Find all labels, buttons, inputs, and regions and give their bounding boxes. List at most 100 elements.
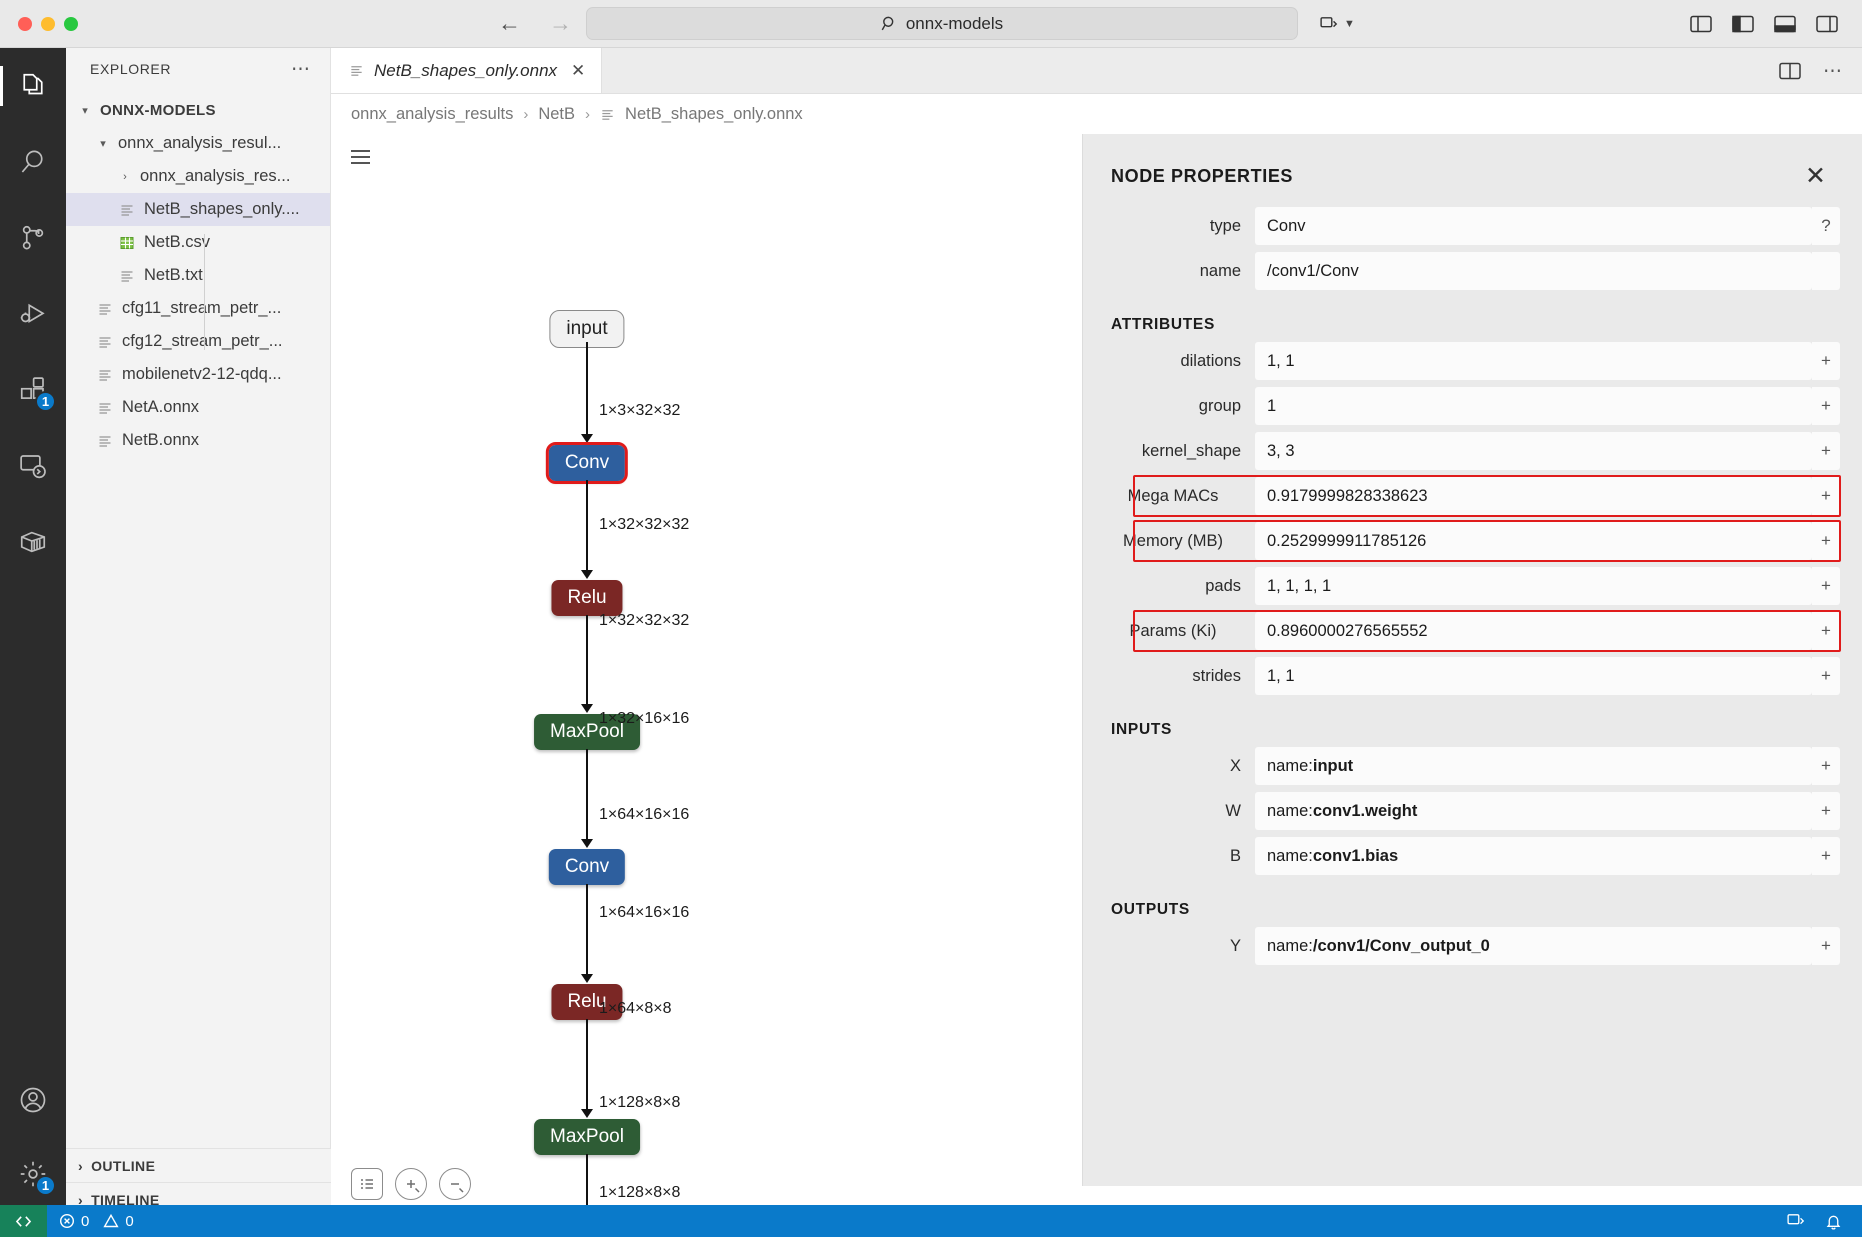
tree-item-label: NetA.onnx xyxy=(122,398,200,416)
tree-item-onnx-analysis-res[interactable]: › onnx_analysis_res... xyxy=(66,160,330,193)
remote-indicator-button[interactable] xyxy=(0,1205,47,1237)
toggle-bottom-panel-icon[interactable] xyxy=(1774,15,1796,33)
expand-icon[interactable]: + xyxy=(1812,477,1840,515)
input-row-w: W name: conv1.weight + xyxy=(1105,792,1840,830)
expand-icon[interactable]: + xyxy=(1812,522,1840,560)
attribute-value[interactable]: 1, 1 xyxy=(1255,657,1812,695)
graph-node-conv-1[interactable]: Conv xyxy=(545,442,629,484)
window-controls[interactable] xyxy=(18,16,78,31)
tree-item-netb-onnx[interactable]: NetB.onnx xyxy=(66,424,330,457)
back-arrow-icon[interactable]: ← xyxy=(498,10,521,36)
remote-window-icon[interactable] xyxy=(1320,16,1340,32)
tree-item-cfg12[interactable]: cfg12_stream_petr_... xyxy=(66,325,330,358)
settings-button[interactable]: 1 xyxy=(9,1150,57,1198)
tree-item-cfg11[interactable]: cfg11_stream_petr_... xyxy=(66,292,330,325)
expand-icon[interactable]: + xyxy=(1812,567,1840,605)
list-icon[interactable] xyxy=(351,1168,383,1200)
expand-icon[interactable]: + xyxy=(1812,387,1840,425)
input-value[interactable]: name: conv1.weight xyxy=(1255,792,1812,830)
tree-item-onnx-analysis-results[interactable]: ▾ onnx_analysis_resul... xyxy=(66,127,330,160)
breadcrumb-subfolder[interactable]: NetB xyxy=(538,104,576,123)
attribute-value[interactable]: 1, 1, 1, 1 xyxy=(1255,567,1812,605)
sidebar-item-search[interactable] xyxy=(9,138,57,186)
section-outline[interactable]: › OUTLINE xyxy=(66,1148,331,1182)
attribute-label: strides xyxy=(1192,666,1241,685)
sidebar-item-explorer[interactable] xyxy=(0,62,57,110)
tree-item-netb-csv[interactable]: NetB.csv xyxy=(66,226,330,259)
graph-edge xyxy=(586,480,588,576)
outputs-title: OUTPUTS xyxy=(1111,901,1190,918)
attribute-value[interactable]: 3, 3 xyxy=(1255,432,1812,470)
toggle-panel-left-icon[interactable] xyxy=(1690,15,1712,33)
hamburger-icon[interactable] xyxy=(351,150,370,164)
forward-arrow-icon[interactable]: → xyxy=(549,10,572,36)
graph-node-relu-2[interactable]: Relu xyxy=(551,984,623,1020)
property-value[interactable]: /conv1/Conv xyxy=(1255,252,1812,290)
tree-root-onnx-models[interactable]: ▾ ONNX-MODELS xyxy=(66,94,330,127)
activity-bar: 1 xyxy=(0,48,66,1216)
expand-icon[interactable]: + xyxy=(1812,747,1840,785)
section-label: OUTLINE xyxy=(91,1157,156,1174)
input-prefix: name: xyxy=(1267,756,1313,775)
toggle-right-panel-icon[interactable] xyxy=(1816,15,1838,33)
sidebar-item-containers[interactable] xyxy=(9,518,57,566)
sidebar-item-extensions[interactable]: 1 xyxy=(9,366,57,414)
expand-icon[interactable]: + xyxy=(1812,927,1840,965)
graph-node-maxpool-1[interactable]: MaxPool xyxy=(534,714,640,750)
tree-item-mobilenetv2[interactable]: mobilenetv2-12-qdq... xyxy=(66,358,330,391)
property-value[interactable]: Conv xyxy=(1255,207,1812,245)
bell-icon[interactable] xyxy=(1825,1213,1842,1230)
graph-node-maxpool-2[interactable]: MaxPool xyxy=(534,1119,640,1155)
property-row-type: type Conv ? xyxy=(1105,207,1840,245)
layout-icon[interactable] xyxy=(1787,1213,1807,1229)
breadcrumb-file[interactable]: NetB_shapes_only.onnx xyxy=(625,104,803,123)
problems-status-button[interactable]: 0 0 xyxy=(47,1213,146,1230)
help-icon[interactable]: ? xyxy=(1812,207,1840,245)
input-value[interactable]: name: input xyxy=(1255,747,1812,785)
attribute-value[interactable]: 0.9179999828338623 xyxy=(1255,477,1812,515)
split-editor-icon[interactable] xyxy=(1779,62,1801,80)
attribute-value[interactable]: 1, 1 xyxy=(1255,342,1812,380)
tab-netb-shapes-only[interactable]: NetB_shapes_only.onnx ✕ xyxy=(331,48,603,93)
expand-icon[interactable]: + xyxy=(1812,837,1840,875)
output-value[interactable]: name: /conv1/Conv_output_0 xyxy=(1255,927,1812,965)
graph-node-conv-2[interactable]: Conv xyxy=(548,849,626,885)
editor-area: NetB_shapes_only.onnx ✕ ⋯ onnx_analysis_… xyxy=(331,48,1862,1216)
sidebar-item-source-control[interactable] xyxy=(9,214,57,262)
ellipsis-icon[interactable]: ⋯ xyxy=(1823,60,1844,82)
breadcrumb-folder[interactable]: onnx_analysis_results xyxy=(351,104,514,123)
expand-icon[interactable]: + xyxy=(1812,792,1840,830)
chevron-down-icon[interactable]: ▼ xyxy=(1344,17,1355,30)
attribute-value[interactable]: 1 xyxy=(1255,387,1812,425)
tree-item-netb-txt[interactable]: NetB.txt xyxy=(66,259,330,292)
zoom-in-icon[interactable] xyxy=(395,1168,427,1200)
navigation-arrows: ← → xyxy=(498,12,572,35)
graph-node-label: Conv xyxy=(564,856,610,877)
accounts-button[interactable] xyxy=(9,1076,57,1124)
expand-icon[interactable]: + xyxy=(1812,657,1840,695)
close-icon[interactable]: ✕ xyxy=(571,60,586,80)
maximize-window-button[interactable] xyxy=(64,16,78,31)
search-input[interactable]: onnx-models xyxy=(586,7,1298,40)
minimize-window-button[interactable] xyxy=(41,16,55,31)
toggle-sidebar-icon[interactable] xyxy=(1732,15,1754,33)
output-name: /conv1/Conv_output_0 xyxy=(1312,936,1490,955)
input-value[interactable]: name: conv1.bias xyxy=(1255,837,1812,875)
close-window-button[interactable] xyxy=(18,16,32,31)
ellipsis-icon[interactable]: ⋯ xyxy=(291,58,312,80)
expand-icon[interactable]: + xyxy=(1812,612,1840,650)
zoom-out-icon[interactable] xyxy=(439,1168,471,1200)
tree-item-neta-onnx[interactable]: NetA.onnx xyxy=(66,391,330,424)
tree-item-netb-shapes-only[interactable]: NetB_shapes_only.... xyxy=(66,193,330,226)
sidebar-item-run-and-debug[interactable] xyxy=(9,290,57,338)
expand-icon[interactable]: + xyxy=(1812,432,1840,470)
expand-icon[interactable]: + xyxy=(1812,342,1840,380)
attribute-value[interactable]: 0.8960000276565552 xyxy=(1255,612,1812,650)
sidebar-item-remote-explorer[interactable] xyxy=(9,442,57,490)
graph-edge-label: 1×32×32×32 xyxy=(599,612,690,629)
attribute-value[interactable]: 0.2529999911785126 xyxy=(1255,522,1812,560)
titlebar-misc[interactable]: ▼ xyxy=(1320,16,1355,32)
file-icon xyxy=(94,334,116,350)
graph-node-relu-1[interactable]: Relu xyxy=(551,580,623,616)
close-icon[interactable]: ✕ xyxy=(1805,162,1826,190)
